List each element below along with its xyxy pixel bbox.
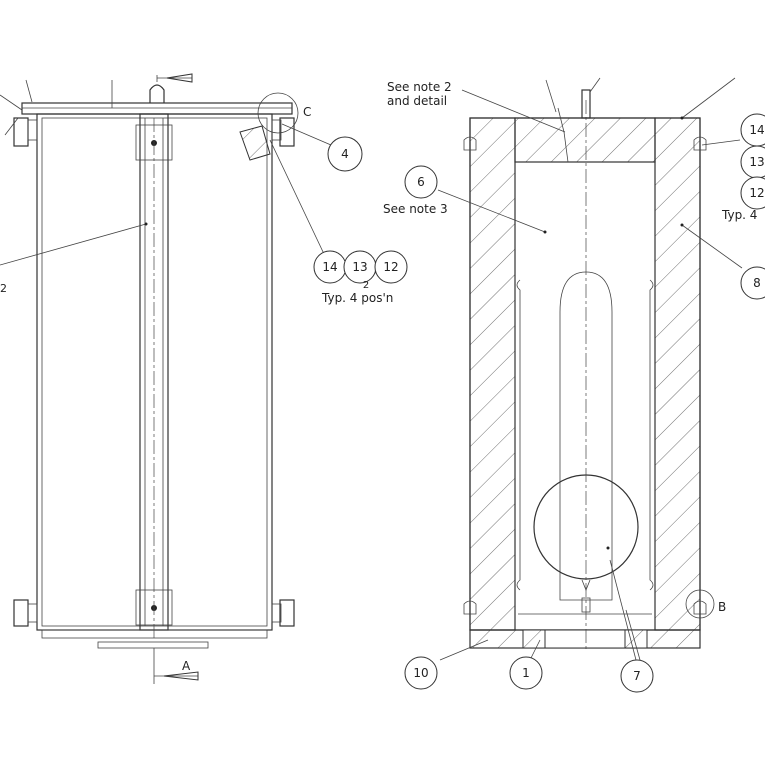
svg-text:12: 12 (749, 186, 764, 200)
right-section-view (437, 77, 743, 661)
balloon-6: 6 (404, 165, 438, 199)
edge-fragment-label: 2 (0, 282, 7, 295)
balloon-14-right: 14 (740, 113, 765, 147)
left-elevation-view (0, 73, 332, 684)
svg-text:4: 4 (341, 147, 349, 161)
wall-right (654, 117, 701, 631)
svg-text:7: 7 (633, 669, 641, 683)
note-typ-4-posn: Typ. 4 pos'n (321, 291, 393, 305)
container-body (36, 113, 273, 631)
lifting-eye (149, 84, 165, 103)
bracket (13, 117, 29, 147)
svg-text:10: 10 (413, 666, 428, 680)
svg-text:6: 6 (417, 175, 425, 189)
detail-label-b: B (718, 600, 726, 614)
svg-text:14: 14 (322, 260, 337, 274)
base-plate (97, 641, 209, 649)
note-typ-4: Typ. 4 (721, 208, 757, 222)
detail-circle-c (257, 92, 299, 134)
svg-text:13: 13 (749, 155, 764, 169)
balloon-13: 13 (343, 250, 377, 284)
note-see-note-3: See note 3 (383, 202, 448, 216)
svg-text:14: 14 (749, 123, 764, 137)
balloon-12: 12 (374, 250, 408, 284)
balloon-10: 10 (404, 656, 438, 690)
note-see-note-2: See note 2 (387, 80, 452, 94)
bracket (279, 117, 295, 147)
detail-circle-b (685, 589, 715, 619)
lid-plate (21, 102, 293, 115)
balloon-4: 4 (327, 136, 363, 172)
balloon-sub-label: 2 (363, 280, 369, 291)
svg-text:8: 8 (753, 276, 761, 290)
detail-label-c: C (303, 105, 311, 119)
capsule-slot (559, 271, 613, 601)
lid-plug (514, 117, 656, 163)
svg-text:13: 13 (352, 260, 367, 274)
note-and-detail: and detail (387, 94, 447, 108)
wall-left (469, 117, 516, 631)
balloon-7: 7 (620, 659, 654, 693)
balloon-14: 14 (313, 250, 347, 284)
bracket (13, 599, 29, 627)
balloon-8: 8 (740, 266, 765, 300)
balloon-1: 1 (509, 656, 543, 690)
balloon-12-right: 12 (740, 176, 765, 210)
balloon-13-right: 13 (740, 145, 765, 179)
top-bolt (581, 89, 591, 119)
section-mark-bottom: A (182, 659, 191, 673)
svg-text:1: 1 (522, 666, 530, 680)
bracket (279, 599, 295, 627)
svg-text:12: 12 (383, 260, 398, 274)
